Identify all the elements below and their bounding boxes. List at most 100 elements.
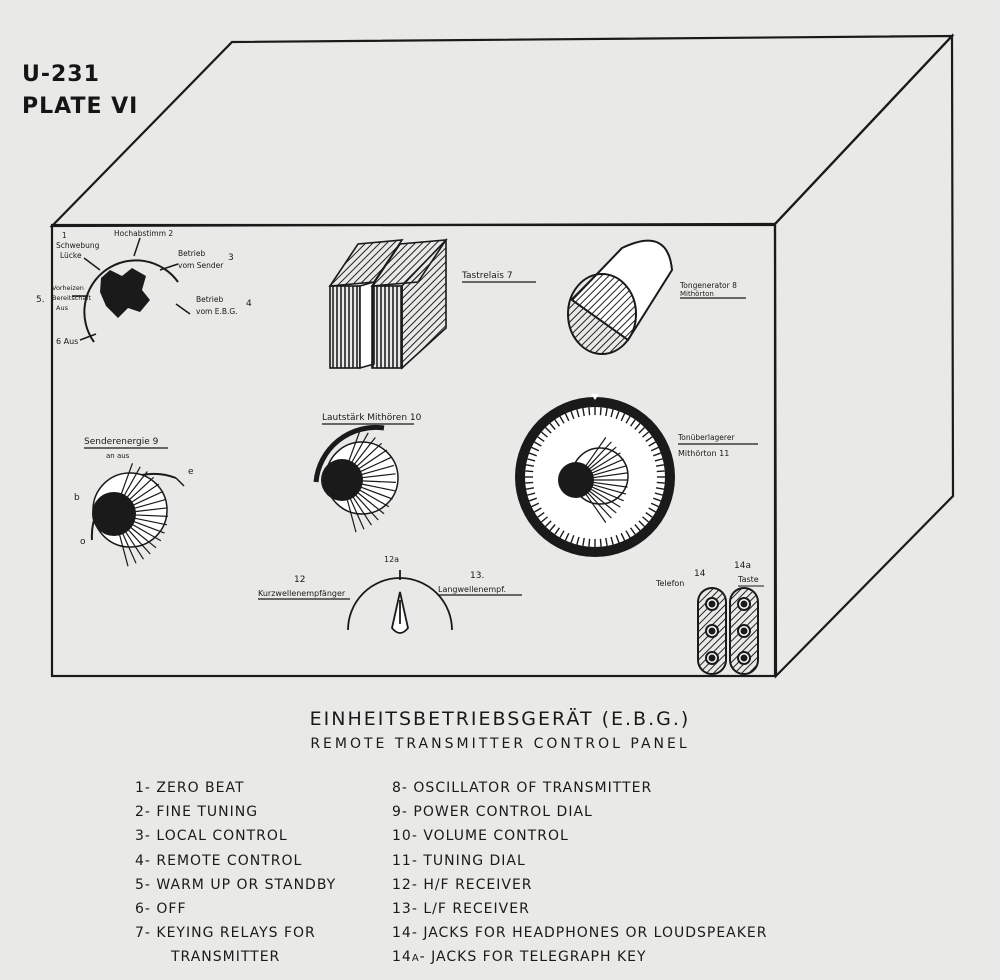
- caption-subtitle: REMOTE TRANSMITTER CONTROL PANEL: [310, 736, 690, 752]
- label-langwellen-num: 13.: [470, 571, 484, 581]
- cabinet-top: [49, 34, 955, 228]
- legend-left: 1- ZERO BEAT 2- FINE TUNING 3- LOCAL CON…: [135, 776, 336, 970]
- knob-ridge: [585, 437, 607, 467]
- legend-item: 4- REMOTE CONTROL: [135, 852, 303, 869]
- knob-ridge: [588, 407, 591, 416]
- knob-ridge: [130, 526, 157, 549]
- knob-ridge: [134, 517, 168, 526]
- knob-ridge: [360, 486, 393, 500]
- label-kurzwellen: Kurzwellenempfänger: [258, 589, 346, 598]
- knob-ridge: [576, 409, 580, 418]
- label-switch-3: 3: [228, 253, 234, 263]
- legend-item: 14a- JACKS FOR TELEGRAPH KEY: [392, 949, 647, 966]
- knob-ridge: [599, 407, 602, 416]
- knob-ridge: [528, 497, 537, 502]
- knob-ridge: [629, 527, 636, 535]
- label-betrieb-sender: Betrieb: [178, 249, 205, 258]
- knob-ridge: [590, 452, 621, 472]
- label-betrieb-ebg-2: vom E.B.G.: [196, 307, 238, 316]
- legend-item: 11- TUNING DIAL: [392, 852, 526, 869]
- knob-ridge: [610, 536, 614, 545]
- knob-ridge: [634, 422, 641, 430]
- legend-item: 13- L/F RECEIVER: [392, 901, 530, 918]
- knob-ridge: [592, 465, 627, 476]
- label-aus: 6 Aus: [56, 337, 78, 346]
- knob-ridge: [118, 534, 129, 567]
- caption-title: EINHEITSBETRIEBSGERÄT (E.B.G.): [309, 708, 691, 730]
- caption: EINHEITSBETRIEBSGERÄT (E.B.G.) REMOTE TR…: [0, 708, 1000, 752]
- knob-ridge: [591, 486, 624, 502]
- knob-ridge: [650, 502, 659, 508]
- knob-ridge: [642, 516, 650, 523]
- knob-ridge: [638, 427, 645, 434]
- label-tonueberlagerer: Tonüberlagerer: [677, 433, 735, 442]
- knob-ridge: [642, 431, 650, 438]
- knob-ridge: [605, 537, 608, 547]
- knob-ridge: [134, 507, 168, 513]
- label-switch-4: 4: [246, 299, 252, 309]
- knob-ridge: [629, 419, 636, 427]
- label-hochabstimm: Hochabstimm 2: [114, 229, 173, 238]
- knob-ridge: [349, 498, 365, 530]
- knob-ridge: [549, 422, 556, 430]
- front-panel: [50, 223, 777, 678]
- knob-ridge: [531, 502, 540, 508]
- knob-ridge: [534, 441, 542, 447]
- knob-ridge: [638, 520, 645, 527]
- label-taste: Taste: [737, 575, 759, 584]
- knob-ridge: [545, 520, 552, 527]
- tuning-dial: [515, 394, 675, 557]
- knob-ridge: [648, 441, 656, 447]
- label-senderenergie-2: an aus: [106, 452, 130, 460]
- knob-ridge: [525, 481, 534, 484]
- cabinet: [49, 33, 955, 679]
- knob-ridge: [132, 490, 164, 506]
- legend-right: 8- OSCILLATOR OF TRANSMITTER 9- POWER CO…: [392, 776, 768, 970]
- label-tonueberlagerer-2: Mithörton 11: [678, 449, 729, 458]
- knob-ridge: [128, 476, 155, 501]
- knob-ridge: [656, 470, 665, 473]
- knob-ridge: [352, 496, 373, 526]
- label-lautstaerke: Lautstärk Mithören 10: [322, 413, 422, 423]
- knob-ridge: [359, 489, 390, 508]
- knob-ridge: [634, 524, 641, 532]
- label-vorheizen: Vorheizen: [52, 284, 84, 292]
- volume-control-knob: [313, 424, 399, 533]
- knob-ridge: [564, 532, 570, 541]
- cabinet-side: [773, 33, 955, 679]
- knob-ridge: [361, 480, 396, 483]
- plate-code: U-231: [22, 62, 100, 87]
- knob-ridge: [122, 532, 137, 564]
- label-schwebung: Schwebung: [56, 241, 100, 250]
- knob-ridge: [134, 498, 167, 509]
- knob-ridge: [592, 472, 628, 479]
- knob-ridge: [528, 452, 537, 457]
- knob-ridge: [592, 481, 628, 488]
- knob-ridge: [625, 530, 631, 538]
- knob-ridge: [537, 436, 545, 443]
- knob-ridge: [564, 413, 570, 422]
- knob-ridge: [359, 456, 392, 473]
- knob-ridge: [527, 492, 536, 496]
- knob-ridge: [537, 511, 545, 518]
- knob-ridge: [351, 432, 369, 463]
- legend-item: 6- OFF: [135, 901, 187, 918]
- knob-ridge: [587, 441, 612, 468]
- knob-ridge: [585, 493, 607, 523]
- legend-item-continuation: TRANSMITTER: [171, 949, 281, 966]
- knob-ridge: [549, 524, 556, 532]
- knob-ridge: [124, 531, 145, 560]
- legend-item: 9- POWER CONTROL DIAL: [392, 804, 593, 821]
- knob-ridge: [361, 483, 396, 492]
- knob-ridge: [127, 529, 151, 555]
- knob-ridge: [134, 514, 168, 517]
- knob-ridge: [540, 516, 548, 523]
- label-langwellen: Langwellenempf.: [438, 585, 506, 594]
- knob-ridge: [554, 527, 561, 535]
- knob-ridge: [615, 535, 620, 544]
- label-tastrelais: Tastrelais 7: [461, 271, 513, 281]
- knob-ridge: [655, 464, 665, 467]
- knob-ridge: [361, 473, 396, 479]
- label-switch-5: 5.: [36, 295, 45, 305]
- knob-ridge: [554, 419, 561, 427]
